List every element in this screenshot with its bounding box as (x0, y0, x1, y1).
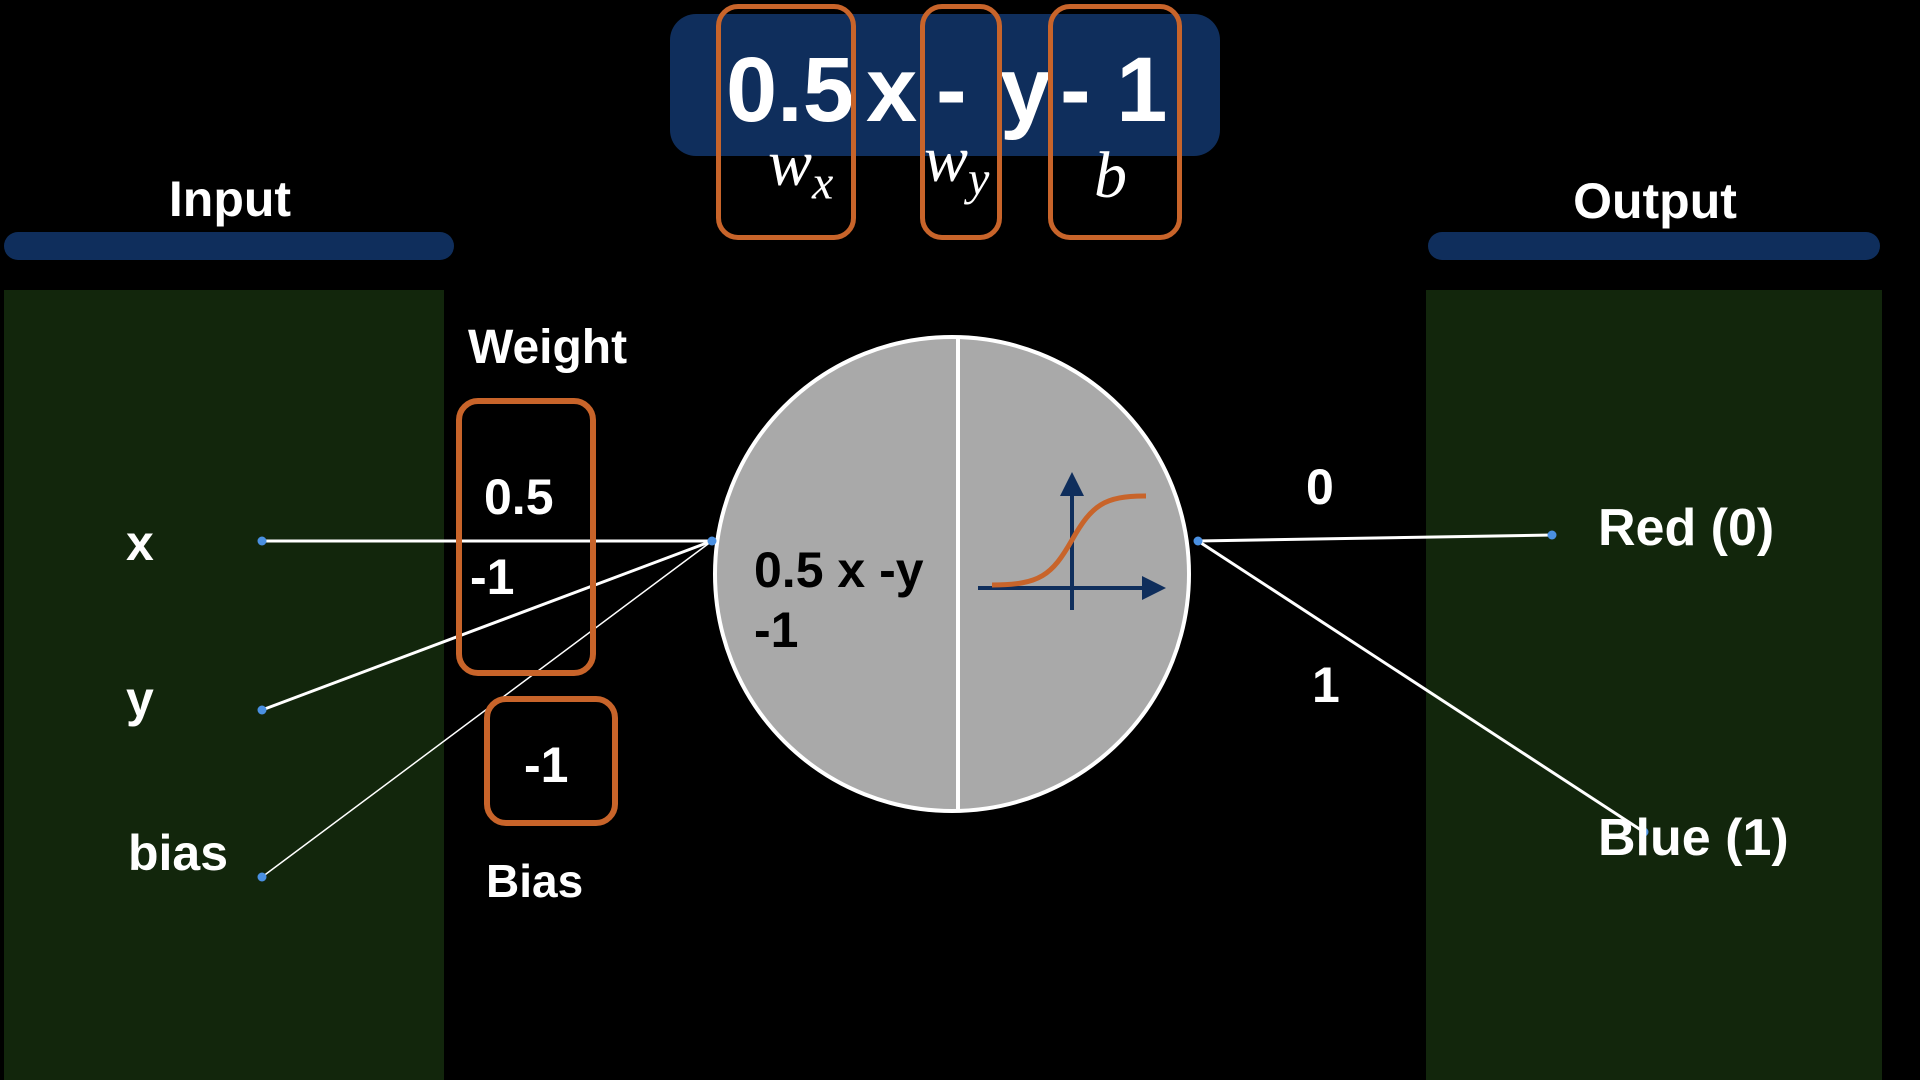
symbol-wy: wy (924, 123, 990, 206)
equation-box-wy (920, 4, 1002, 240)
neuron-formula-line1: 0.5 x -y (754, 542, 924, 598)
input-label-x: x (126, 515, 154, 571)
weight-value-x: 0.5 (484, 469, 554, 525)
connection-blue (1197, 539, 1645, 834)
output-value-1: 1 (1312, 657, 1340, 713)
connection-red (1197, 533, 1553, 543)
bias-value: -1 (524, 737, 569, 793)
output-header-bar (1428, 232, 1880, 260)
equation-box-b (1048, 4, 1182, 240)
bias-highlight-box (484, 696, 618, 826)
input-header-bar (4, 232, 454, 260)
connection-y (261, 539, 713, 712)
output-label-red: Red (0) (1598, 499, 1775, 557)
equation-box-wx (716, 4, 856, 240)
node-dot-neuron-in (707, 536, 717, 546)
equation-banner (670, 14, 1220, 156)
node-dot-blue (1639, 827, 1649, 837)
symbol-wx: wx (768, 127, 834, 210)
output-value-0: 0 (1306, 459, 1334, 515)
equation-weight-x: 0.5 (726, 39, 854, 141)
input-label-bias: bias (128, 825, 229, 881)
input-label-y: y (126, 671, 154, 727)
output-panel (1426, 290, 1882, 1080)
node-dot-neuron-out (1193, 536, 1203, 546)
equation-var-y: y (1000, 39, 1052, 141)
input-header: Input (168, 171, 292, 227)
weight-value-y: -1 (470, 549, 515, 605)
node-dot-y (257, 705, 267, 715)
input-panel (4, 290, 444, 1080)
symbol-b: b (1094, 139, 1127, 212)
weight-title: Weight (468, 321, 628, 374)
equation-minus-bias: - 1 (1060, 39, 1168, 141)
neuron-formula-line2: -1 (754, 602, 799, 658)
sigmoid-curve-icon (978, 472, 1166, 610)
node-dot-bias (257, 872, 267, 882)
equation-minus: - (936, 39, 967, 141)
bias-title: Bias (486, 855, 584, 907)
output-label-blue: Blue (1) (1598, 809, 1789, 867)
node-dot-red (1547, 530, 1557, 540)
output-header: Output (1573, 173, 1737, 229)
neuron-circle (713, 335, 1191, 813)
weight-highlight-box (456, 398, 596, 676)
equation-var-x: x (866, 39, 918, 141)
node-dot-x (257, 536, 267, 546)
